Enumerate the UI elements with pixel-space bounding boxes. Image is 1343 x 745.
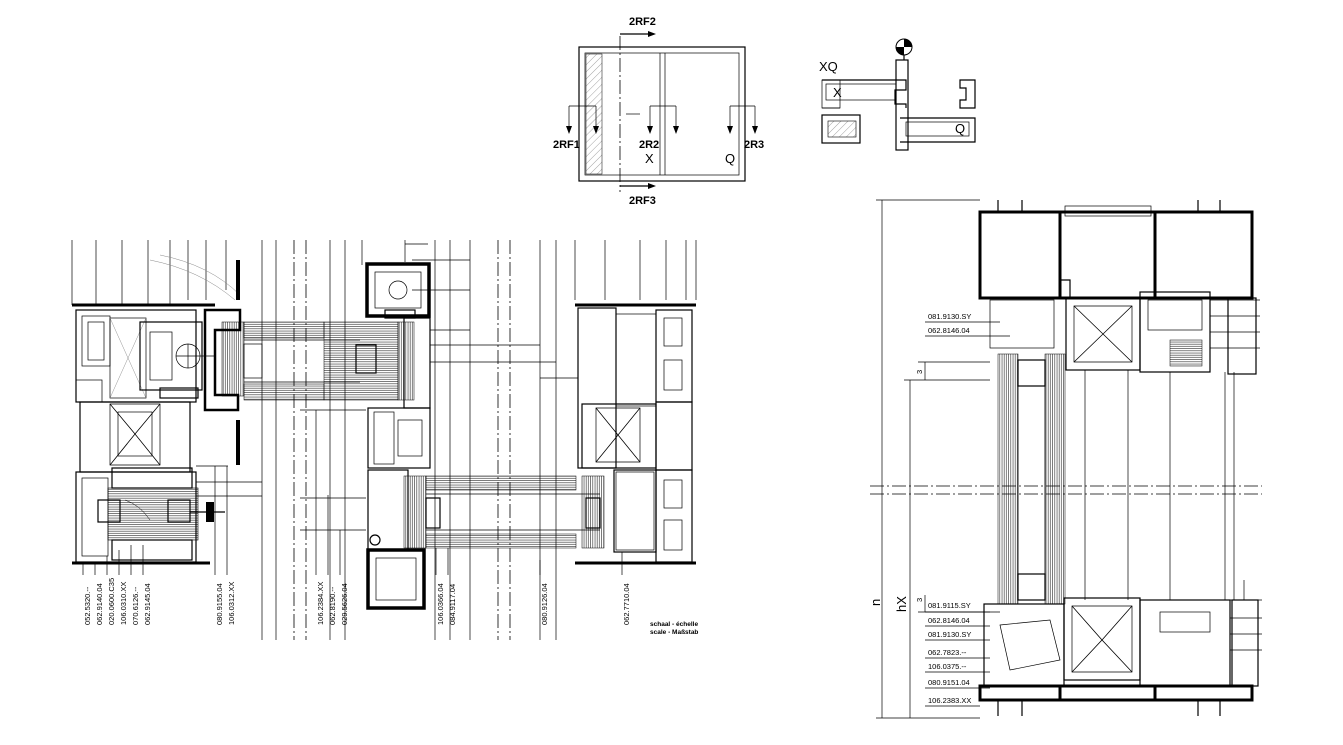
scheme-pane-x: X xyxy=(833,85,842,100)
head-frame xyxy=(978,200,1260,375)
vs-code-bottom: 106.0375.-- xyxy=(928,662,967,671)
section-label-2rf2: 2RF2 xyxy=(629,16,656,28)
code-label: 020.0600.C35 xyxy=(107,578,116,625)
section-label-2r3: 2R3 xyxy=(744,139,764,151)
left-sash-profile xyxy=(139,321,216,399)
horizontal-section: 052.5320.-- 062.9140.04 020.0600.C35 106… xyxy=(71,240,698,640)
pane-label-q: Q xyxy=(725,151,735,166)
vertical-section: 3 3 n hX xyxy=(868,199,1262,719)
vs-code-top-2: 062.8146.04 xyxy=(928,326,970,335)
xq-scheme: XQ X Q xyxy=(819,38,976,151)
left-frame-profile xyxy=(75,309,225,563)
vertical-glazing xyxy=(870,353,1262,605)
scheme-pane-q: Q xyxy=(955,121,965,136)
vs-code-top-1: 081.9130.SY xyxy=(928,312,971,321)
scale-note-line2: scale - Maßstab xyxy=(650,629,698,636)
key-plan-frame-outer xyxy=(578,46,746,182)
section-label-2rf1: 2RF1 xyxy=(553,139,580,151)
key-plan-fixed-hatch xyxy=(585,53,603,175)
key-plan: 2RF2 2RF1 2R2 2R3 2RF3 X Q xyxy=(553,16,764,207)
construction-lines xyxy=(71,240,697,640)
code-label: 106.2384.XX xyxy=(316,582,325,625)
pane-label-x: X xyxy=(645,151,654,166)
small-dim-bottom: 3 xyxy=(915,598,924,602)
code-label: 084.9117.04 xyxy=(448,584,457,625)
code-label: 080.9155.04 xyxy=(215,583,224,625)
code-label: 062.7710.04 xyxy=(622,583,631,625)
dimension-marker: n xyxy=(868,599,883,606)
vs-code-bottom: 062.7823.-- xyxy=(928,648,967,657)
code-label: 106.0366.04 xyxy=(436,583,445,625)
code-label: 080.9126.04 xyxy=(540,583,549,625)
code-label: 106.0312.XX xyxy=(227,582,236,625)
code-label: 106.0310.XX xyxy=(119,582,128,625)
section-label-2r2: 2R2 xyxy=(639,139,659,151)
scale-note-line1: schaal - échelle xyxy=(650,621,698,628)
code-label: 062.9140.04 xyxy=(95,583,104,625)
code-label: 052.5320.-- xyxy=(83,586,92,625)
code-label: 062.8190.-- xyxy=(328,586,337,625)
small-dim-top: 3 xyxy=(915,370,924,374)
section-label-2rf3: 2RF3 xyxy=(629,195,656,207)
central-interlock xyxy=(365,240,431,610)
vs-code-bottom: 080.9151.04 xyxy=(928,678,970,687)
key-plan-frame-inner xyxy=(584,52,740,176)
dimension-label-hx: hX xyxy=(894,596,909,612)
code-label: 029.5626.04 xyxy=(340,583,349,625)
right-frame-profile xyxy=(577,307,693,563)
vs-code-bottom: 081.9115.SY xyxy=(928,601,971,610)
glazing-panel-left xyxy=(203,260,415,465)
vs-code-bottom: 081.9130.SY xyxy=(928,630,971,639)
scheme-title: XQ xyxy=(819,59,838,74)
component-codes: 052.5320.-- 062.9140.04 020.0600.C35 106… xyxy=(83,578,631,625)
code-label: 062.9145.04 xyxy=(143,583,152,625)
glazing-panel-right xyxy=(403,475,605,549)
sill-frame xyxy=(978,580,1262,716)
leader-lines xyxy=(82,259,623,575)
vs-code-bottom: 062.8146.04 xyxy=(928,616,970,625)
vs-code-bottom: 106.2383.XX xyxy=(928,696,971,705)
code-label: 070.6126.-- xyxy=(131,586,140,625)
